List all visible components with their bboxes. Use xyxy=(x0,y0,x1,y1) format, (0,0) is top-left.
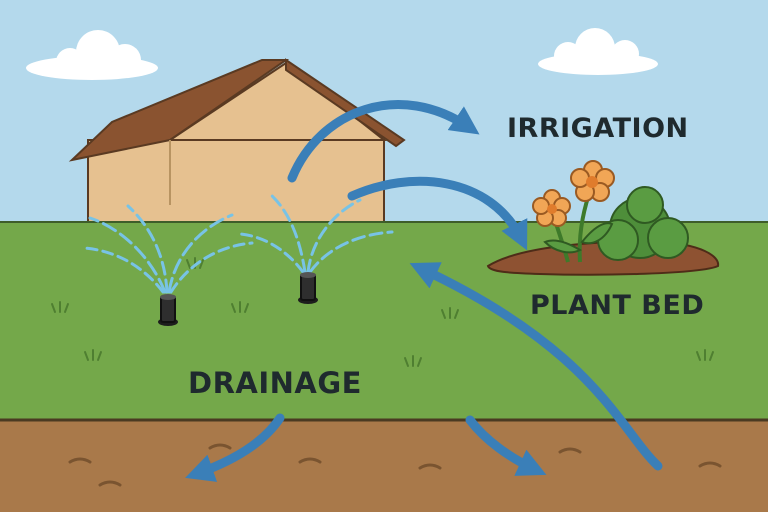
arrow-icon xyxy=(185,413,285,482)
water-spray xyxy=(82,204,254,294)
sprinkler-icon xyxy=(298,272,318,304)
sprinkler-icon xyxy=(158,294,178,326)
label-irrigation: IRRIGATION xyxy=(507,113,689,144)
grass-tufts xyxy=(51,257,714,367)
arrow-icon xyxy=(409,262,663,471)
label-plant-bed: PLANT BED xyxy=(530,290,705,321)
water-spray xyxy=(238,192,394,274)
soil-layer xyxy=(0,420,768,512)
arrow-icon xyxy=(347,176,528,251)
shrub-icon xyxy=(597,186,689,261)
label-drainage: DRAINAGE xyxy=(188,366,362,400)
arrow-icon xyxy=(465,415,547,476)
cloud-icon xyxy=(26,30,158,80)
cloud-icon xyxy=(538,28,658,75)
flower-icon xyxy=(532,160,615,263)
house-icon xyxy=(68,58,406,233)
arrow-icon xyxy=(287,100,480,183)
soil-texture xyxy=(68,443,722,487)
